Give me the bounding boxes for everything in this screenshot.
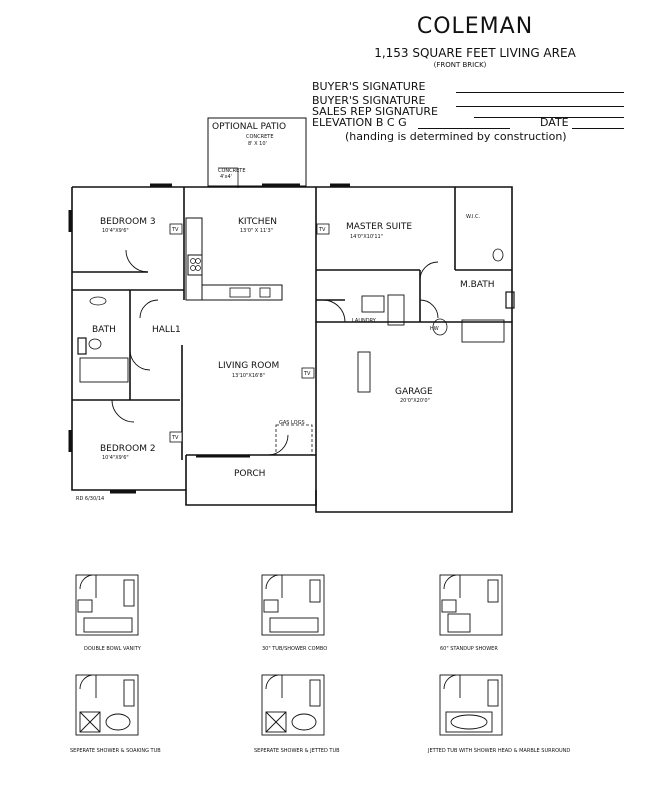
elevation-line[interactable] (418, 128, 510, 129)
bedroom3-label: BEDROOM 3 (100, 217, 156, 227)
date-line[interactable] (572, 128, 624, 129)
revision-note: RD 6/30/14 (76, 496, 104, 502)
bedroom2-dim: 10'4"X9'6" (102, 455, 129, 461)
bath-option-caption-4: SEPERATE SHOWER & SOAKING TUB (70, 748, 161, 754)
bath-option-thumb-1[interactable] (75, 574, 139, 636)
laundry-label: LAUNDRY (352, 318, 377, 324)
garage-label: GARAGE (395, 387, 433, 397)
bath-option-thumb-2[interactable] (261, 574, 325, 636)
front-brick-note: (FRONT BRICK) (433, 61, 487, 69)
tv-living: TV (303, 371, 311, 377)
bath-option-caption-6: JETTED TUB WITH SHOWER HEAD & MARBLE SUR… (427, 748, 570, 754)
garage-walls (315, 321, 513, 513)
gas-logs-label: GAS LOGS (279, 420, 305, 426)
bath-option-thumb-4[interactable] (75, 674, 139, 736)
bath-option-thumb-5[interactable] (261, 674, 325, 736)
date-label: DATE (540, 116, 569, 129)
bath-label: BATH (92, 325, 116, 335)
stoop-size: 4'x4' (220, 174, 232, 180)
patio-material: CONCRETE (246, 134, 274, 140)
elevation-label: ELEVATION B C G (312, 116, 407, 129)
sales-rep-signature-line[interactable] (474, 117, 624, 118)
hall-label: HALL1 (152, 325, 181, 335)
porch-label: PORCH (234, 469, 265, 479)
tv-bedroom3: TV (171, 227, 179, 233)
bath-option-caption-5: SEPERATE SHOWER & JETTED TUB (254, 748, 340, 754)
buyer-signature-label-2: BUYER'S SIGNATURE (312, 94, 426, 107)
bath-option-caption-3: 60" STANDUP SHOWER (440, 646, 498, 652)
living-room-dim: 13'10"X16'8" (232, 373, 265, 379)
stoop-material: CONCRETE (218, 168, 246, 174)
hw-label: HW (430, 326, 439, 332)
plan-title: COLEMAN (416, 14, 534, 39)
bedroom2-label: BEDROOM 2 (100, 444, 156, 454)
bath-option-caption-2: 30" TUB/SHOWER COMBO (262, 646, 327, 652)
patio-size: 8' X 10' (248, 141, 267, 147)
buyer-signature-line-2[interactable] (456, 106, 624, 107)
buyer-signature-label-1: BUYER'S SIGNATURE (312, 80, 426, 93)
mbath-label: M.BATH (460, 280, 495, 290)
bedroom3-dim: 10'4"X9'6" (102, 228, 129, 234)
kitchen-label: KITCHEN (238, 217, 277, 227)
bath-option-thumb-3[interactable] (439, 574, 503, 636)
bath-option-caption-1: DOUBLE BOWL VANITY (84, 646, 142, 652)
garage-dim: 20'0"X20'0" (400, 398, 430, 404)
living-area-subtitle: 1,153 SQUARE FEET LIVING AREA (374, 46, 576, 60)
buyer-signature-line-1[interactable] (456, 92, 624, 93)
sales-rep-signature-label: SALES REP SIGNATURE (312, 105, 439, 118)
living-room-label: LIVING ROOM (218, 361, 279, 371)
house-exterior-wall (71, 186, 513, 506)
wic-label: W.I.C. (466, 214, 481, 220)
master-suite-label: MASTER SUITE (346, 222, 412, 232)
tv-master: TV (318, 227, 326, 233)
optional-patio-outline (207, 117, 307, 187)
bath-option-thumb-6[interactable] (439, 674, 503, 736)
handing-note: (handing is determined by construction) (345, 130, 567, 143)
kitchen-dim: 13'0" X 11'3" (240, 228, 273, 234)
optional-patio-label: OPTIONAL PATIO (212, 122, 286, 132)
tv-bedroom2: TV (171, 435, 179, 441)
master-suite-dim: 14'0"X10'11" (350, 234, 383, 240)
